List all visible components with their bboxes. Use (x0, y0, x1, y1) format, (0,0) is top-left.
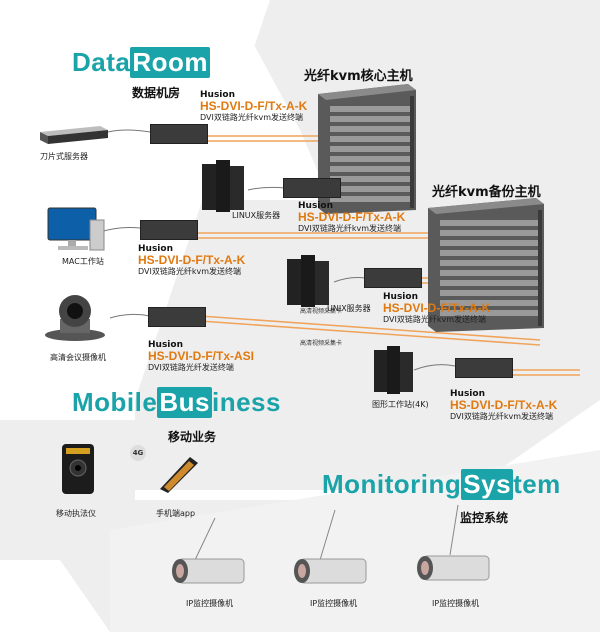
ip-camera-icon (172, 558, 245, 584)
monitoring-subtitle: 监控系统 (460, 511, 509, 525)
linux-server-label: LINUX服务器 (232, 211, 281, 220)
module-desc: DVI双链路光纤kvm发送终端 (138, 267, 242, 276)
module-desc: DVI双链路光纤kvm发送终端 (200, 113, 304, 122)
cable (333, 277, 366, 283)
graphics-workstation-icon (374, 346, 413, 394)
mobile-title-part3: iness (211, 387, 281, 417)
module-brand: Husion (148, 340, 183, 350)
module-model: HS-DVI-D-F/Tx-A-K (383, 301, 491, 315)
mac-workstation-label: MAC工作站 (62, 257, 104, 266)
ip-camera-label: IP监控摄像机 (432, 599, 480, 608)
module-brand: Husion (138, 244, 173, 254)
capture-card-note: 高清视频采集卡 (300, 308, 343, 315)
mac-workstation-icon (47, 207, 105, 251)
dataroom-title: DataRoom (72, 47, 211, 78)
transmitter-box (150, 124, 208, 144)
law-recorder-icon (62, 444, 94, 494)
ip-camera-label: IP监控摄像机 (186, 599, 234, 608)
fiber-line (199, 315, 541, 341)
monitoring-title-part2: Sys (461, 469, 514, 500)
core-host-rack (318, 84, 416, 214)
transmitter-box (455, 358, 513, 378)
ip-camera-label: IP监控摄像机 (310, 599, 358, 608)
module-desc: DVI双链路光纤kvm发送终端 (298, 224, 402, 233)
mobile-subtitle: 移动业务 (168, 430, 217, 444)
module-model: HS-DVI-D-F/Tx-ASI (148, 349, 254, 363)
backup-host-rack (428, 198, 544, 332)
blade-server-label: 刀片式服务器 (40, 152, 88, 161)
ip-camera-icon (417, 555, 490, 581)
capture-card-note: 高清视频采集卡 (300, 340, 343, 347)
module-desc: DVI双链路光纤kvm发送终端 (383, 315, 487, 324)
cable (319, 509, 336, 561)
ip-camera-icon (294, 558, 367, 584)
blade-server-icon (40, 126, 108, 144)
dataroom-title-part1: Data (72, 47, 131, 77)
module-model: HS-DVI-D-F/Tx-A-K (138, 253, 246, 267)
monitoring-title-part1: Monitoring (322, 469, 462, 499)
cable (194, 517, 216, 561)
module-model: HS-DVI-D-F/Tx-A-K (450, 398, 558, 412)
cable (413, 364, 456, 371)
4g-badge: 4G (130, 445, 146, 461)
dataroom-subtitle: 数据机房 (132, 86, 181, 100)
module-desc: DVI双链路光纤发送终端 (148, 363, 234, 372)
unix-server-label: UNIX服务器 (327, 304, 371, 313)
module-model: HS-DVI-D-F/Tx-A-K (298, 210, 406, 224)
dataroom-white-area (20, 0, 330, 200)
dataroom-title-part2: Room (130, 47, 211, 78)
backup-host-title: 光纤kvm备份主机 (432, 185, 541, 200)
phone-app-label: 手机端app (156, 509, 196, 518)
monitoring-title: MonitoringSystem (322, 469, 561, 500)
law-recorder-label: 移动执法仪 (56, 509, 96, 518)
module-model: HS-DVI-D-F/Tx-A-K (200, 99, 308, 113)
module-desc: DVI双链路光纤kvm发送终端 (450, 412, 554, 421)
unix-server-icon (287, 255, 329, 307)
module-brand: Husion (450, 389, 485, 399)
conference-camera-icon (45, 295, 105, 341)
transmitter-box (283, 178, 341, 198)
mobile-title-part1: Mobile (72, 387, 158, 417)
module-brand: Husion (200, 90, 235, 100)
core-host-title: 光纤kvm核心主机 (304, 69, 413, 84)
cable (107, 129, 151, 133)
mobile-title-part2: Bus (157, 387, 212, 418)
transmitter-box (148, 307, 206, 327)
linux-server-icon (202, 160, 244, 212)
monitoring-title-part3: tem (513, 469, 561, 499)
transmitter-box (364, 268, 422, 288)
module-brand: Husion (383, 292, 418, 302)
phone-app-icon (160, 457, 198, 493)
graphics-workstation-label: 图形工作站(4K) (372, 400, 429, 409)
cable (247, 186, 286, 191)
transmitter-box (140, 220, 198, 240)
fiber-line (199, 320, 541, 346)
mobile-title: MobileBusiness (72, 387, 281, 418)
cable (109, 313, 151, 319)
cable (449, 504, 459, 556)
module-brand: Husion (298, 201, 333, 211)
conference-camera-label: 高清会议摄像机 (50, 353, 106, 362)
